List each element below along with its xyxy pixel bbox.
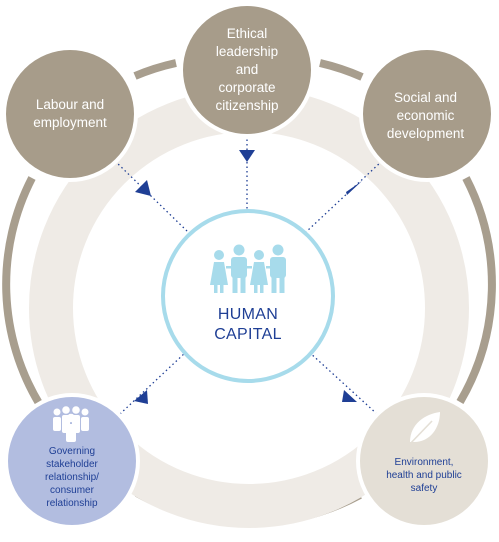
- leaf-icon: [407, 412, 440, 447]
- outer-ring-segment-top-left: [133, 59, 177, 80]
- node-environment-circle: [356, 393, 492, 529]
- node-governing-label: Governing stakeholder relationship/ cons…: [45, 445, 99, 509]
- connector-labour: [114, 160, 189, 233]
- arrow-labour: [135, 180, 151, 196]
- node-environment-label: Environment, health and public safety: [386, 456, 462, 494]
- node-labour-label: Labour and employment: [33, 97, 107, 130]
- arrow-governing: [134, 390, 148, 404]
- outer-ring-segment-right: [456, 176, 496, 405]
- arrow-environment: [342, 390, 357, 402]
- connector-environment: [308, 351, 378, 415]
- connector-governing: [119, 351, 187, 415]
- people-crowd-icon: [53, 406, 89, 442]
- node-social-circle: [359, 46, 495, 182]
- center-circle: [161, 209, 335, 383]
- arrow-ethical: [239, 150, 255, 162]
- people-group-icon: [210, 244, 286, 293]
- connectors: [114, 108, 383, 415]
- arrowheads: [134, 150, 362, 404]
- node-social-label: Social and economic development: [386, 90, 465, 141]
- outer-ring-segment-left: [2, 176, 44, 408]
- node-ethical-label: Ethical leadership and corporate citizen…: [215, 26, 279, 113]
- arrow-social: [346, 181, 362, 195]
- center-title: HUMAN CAPITAL: [214, 306, 282, 343]
- node-ethical-circle: [179, 2, 315, 138]
- outer-ring-segment-top-right: [319, 59, 364, 81]
- connector-social: [305, 160, 383, 233]
- node-labour-circle: [2, 46, 138, 182]
- node-governing-circle: [4, 393, 140, 529]
